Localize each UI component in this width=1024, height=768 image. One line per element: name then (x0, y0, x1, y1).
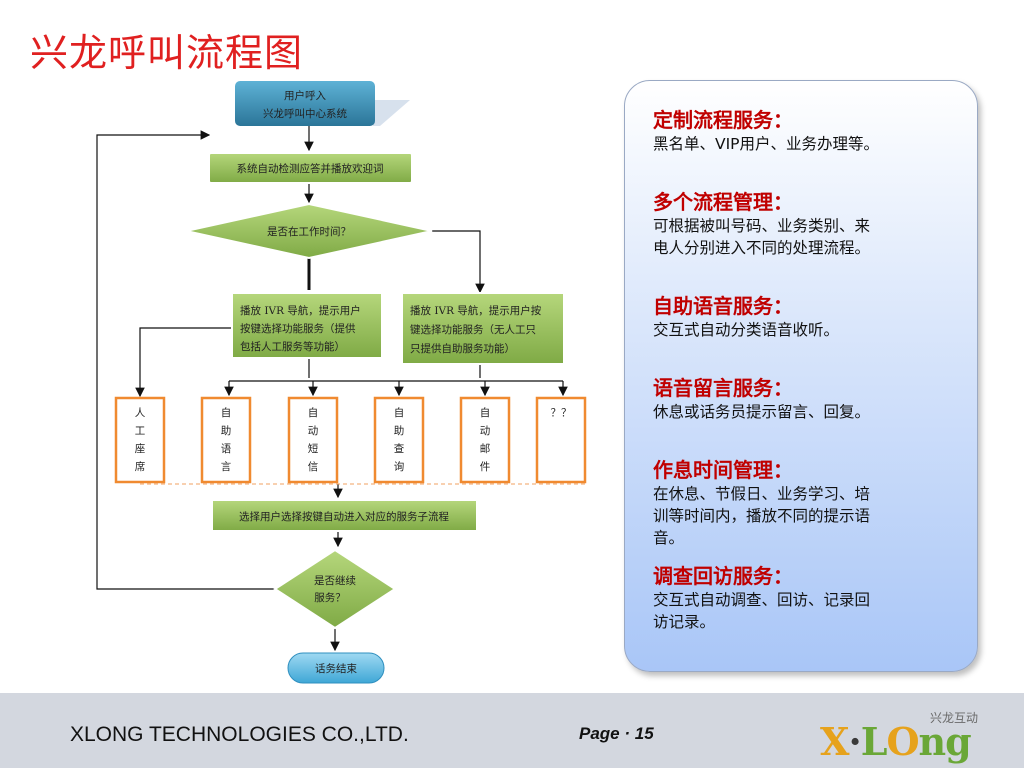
end-terminal: 话务结束 (287, 652, 385, 684)
start-text-2: 兴龙呼叫中心系统 (263, 107, 347, 120)
section-body: 音。 (653, 529, 685, 547)
service-char: 助 (394, 424, 405, 437)
section-body: 休息或话务员提示留言、回复。 (653, 403, 871, 421)
footer: XLONG TECHNOLOGIES CO.,LTD. Page · 15 兴龙… (0, 693, 1024, 768)
page-number: Page · 15 (579, 724, 654, 743)
section-body: 在休息、节假日、业务学习、培 (653, 485, 871, 503)
logo-wordmark: X·LOng (820, 719, 972, 764)
section-schedule: 作息时间管理： 在休息、节假日、业务学习、培 训等时间内，播放不同的提示语 音。 (653, 457, 959, 549)
page-title: 兴龙呼叫流程图 (30, 31, 304, 75)
ivr-right-box: 播放 IVR 导航，提示用户按 键选择功能服务（无人工只 只提供自助服务功能） (401, 292, 565, 365)
service-char: 自 (394, 406, 405, 419)
section-body: 访记录。 (653, 613, 716, 631)
section-survey: 调查回访服务： 交互式自动调查、回访、记录回 访记录。 (653, 563, 959, 633)
end-text: 话务结束 (315, 662, 357, 675)
continue-decision: 是否继续 服务？ (273, 548, 397, 630)
service-char: 邮 (480, 442, 491, 455)
auto-detect-box: 系统自动检测应答并播放欢迎词 (208, 152, 413, 184)
section-body: 电人分别进入不同的处理流程。 (653, 239, 871, 257)
section-title: 自助语音服务： (653, 294, 793, 318)
feature-panel: 定制流程服务： 黑名单、VIP用户、业务办理等。 多个流程管理： 可根据被叫号码… (624, 80, 978, 672)
service-box-unknown: ？？ (535, 396, 587, 484)
service-char: 座 (135, 442, 146, 455)
section-title: 作息时间管理： (653, 458, 793, 482)
ivr-right-text-3: 只提供自助服务功能） (410, 342, 515, 355)
service-box-self-voice: 自 助 语 言 (200, 396, 252, 484)
service-char: 自 (308, 406, 319, 419)
section-voicemail: 语音留言服务： 休息或话务员提示留言、回复。 (653, 375, 959, 423)
service-char: 工 (135, 425, 146, 437)
ivr-left-text-3: 包括人工服务等功能） (240, 340, 345, 353)
section-body: 黑名单、VIP用户、业务办理等。 (653, 135, 880, 153)
work-time-decision: 是否在工作时间？ (185, 202, 433, 260)
service-char: 动 (480, 425, 491, 437)
section-title: 语音留言服务： (653, 376, 793, 400)
start-text-1: 用户呼入 (284, 89, 326, 102)
select-service-text: 选择用户选择按键自动进入对应的服务子流程 (239, 510, 449, 523)
service-box-manual: 人 工 座 席 (114, 396, 166, 484)
service-box-sms: 自 动 短 信 (287, 396, 339, 484)
select-service-box: 选择用户选择按键自动进入对应的服务子流程 (211, 499, 478, 532)
service-char: 短 (308, 442, 319, 455)
service-char: 信 (308, 461, 319, 473)
section-body: 交互式自动分类语音收听。 (653, 321, 840, 339)
continue-text-1: 是否继续 (314, 574, 356, 587)
continue-text-2: 服务？ (314, 591, 346, 604)
auto-detect-text: 系统自动检测应答并播放欢迎词 (237, 162, 384, 175)
service-char: 助 (221, 424, 232, 437)
service-char: 自 (221, 406, 232, 419)
section-title: 多个流程管理： (653, 190, 793, 214)
ivr-right-text-2: 键选择功能服务（无人工只 (410, 323, 536, 336)
company-name: XLONG TECHNOLOGIES CO.,LTD. (70, 723, 409, 746)
section-title: 定制流程服务： (653, 108, 793, 132)
ivr-right-text-1: 播放 IVR 导航，提示用户按 (410, 304, 542, 317)
xlong-logo: 兴龙互动 X·LOng (820, 705, 1000, 765)
service-char: 自 (480, 406, 491, 419)
service-char: 件 (480, 461, 491, 473)
ivr-left-box: 播放 IVR 导航，提示用户 按键选择功能服务（提供 包括人工服务等功能） (231, 292, 383, 359)
section-body: 可根据被叫号码、业务类别、来 (653, 217, 871, 235)
start-box: 用户呼入 兴龙呼叫中心系统 (235, 81, 410, 126)
service-char: 席 (135, 460, 146, 473)
flowchart: 用户呼入 兴龙呼叫中心系统 系统自动检测应答并播放欢迎词 是否在工作时间？ 播放… (96, 81, 587, 684)
section-multi-flow: 多个流程管理： 可根据被叫号码、业务类别、来 电人分别进入不同的处理流程。 (653, 189, 959, 259)
section-custom-flow: 定制流程服务： 黑名单、VIP用户、业务办理等。 (653, 107, 959, 155)
service-char: 言 (221, 460, 232, 473)
ivr-left-text-2: 按键选择功能服务（提供 (240, 322, 356, 335)
section-body: 训等时间内，播放不同的提示语 (653, 507, 871, 525)
service-char: ？？ (551, 407, 572, 419)
ivr-left-text-1: 播放 IVR 导航，提示用户 (240, 304, 361, 317)
service-char: 查 (394, 442, 405, 455)
section-body: 交互式自动调查、回访、记录回 (653, 591, 871, 609)
logo-cn-text: 兴龙互动 (930, 711, 979, 725)
service-char: 动 (308, 425, 319, 437)
work-time-text: 是否在工作时间？ (267, 225, 351, 238)
service-box-query: 自 助 查 询 (373, 396, 425, 484)
service-box-email: 自 动 邮 件 (459, 396, 511, 484)
service-char: 人 (135, 407, 146, 419)
service-char: 语 (221, 443, 232, 455)
section-title: 调查回访服务： (653, 564, 793, 588)
service-char: 询 (394, 460, 405, 473)
section-self-voice: 自助语音服务： 交互式自动分类语音收听。 (653, 293, 959, 341)
